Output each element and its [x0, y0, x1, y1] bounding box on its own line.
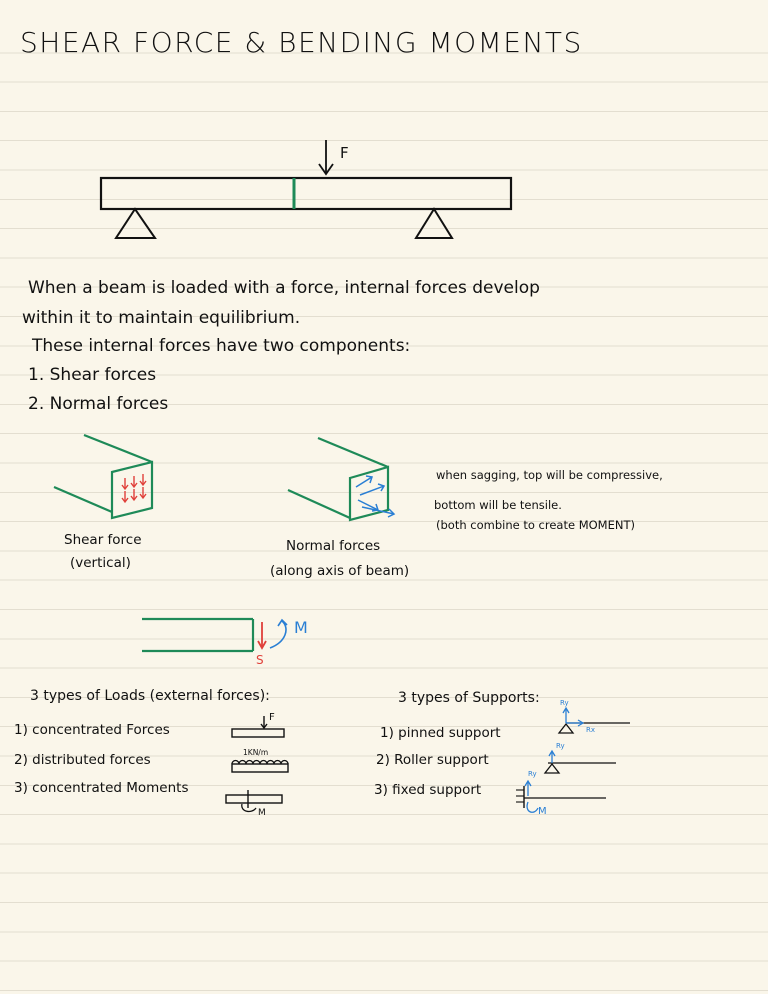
fixed-ry-label: Ry — [528, 770, 537, 778]
component-item-2: 2. Normal forces — [28, 394, 169, 414]
normal-force-label: Normal forces — [286, 538, 381, 554]
load-m-label: M — [258, 808, 266, 818]
sagging-note-3: (both combine to create MOMENT) — [436, 518, 635, 532]
shear-force-sublabel: (vertical) — [70, 555, 131, 571]
sagging-note-1: when sagging, top will be compressive, — [436, 468, 663, 482]
load-item-3: 3) concentrated Moments — [14, 780, 189, 796]
component-item-1: 1. Shear forces — [28, 365, 157, 385]
left-support-triangle — [114, 207, 157, 239]
load-f-label: F — [269, 712, 275, 723]
shear-force-label: Shear force — [64, 532, 142, 548]
supports-heading: 3 types of Supports: — [398, 690, 540, 706]
loads-heading: 3 types of Loads (external forces): — [30, 688, 270, 704]
force-label: F — [340, 144, 349, 162]
page-title: SHEAR FORCE & BENDING MOMENTS — [20, 26, 583, 59]
shear-label: S — [256, 653, 264, 667]
support-item-3: 3) fixed support — [374, 782, 482, 798]
moment-label: M — [294, 618, 308, 637]
support-item-2: 2) Roller support — [376, 752, 489, 768]
normal-force-sublabel: (along axis of beam) — [270, 563, 410, 579]
sagging-note-2: bottom will be tensile. — [434, 498, 562, 512]
pinned-rx-label: Rx — [586, 726, 596, 734]
fixed-m-label: M — [538, 806, 547, 817]
load-item-1: 1) concentrated Forces — [14, 722, 170, 738]
intro-line-3: These internal forces have two component… — [32, 336, 411, 356]
intro-line-1: When a beam is loaded with a force, inte… — [28, 278, 540, 298]
load-distributed-label: 1KN/m — [243, 748, 269, 757]
support-item-1: 1) pinned support — [380, 725, 501, 741]
pinned-ry-label: Ry — [560, 699, 569, 707]
moment-arrow — [269, 620, 287, 649]
right-support-triangle — [414, 207, 454, 239]
roller-ry-label: Ry — [556, 742, 565, 750]
load-item-2: 2) distributed forces — [14, 752, 151, 768]
intro-line-2: within it to maintain equilibrium. — [22, 308, 301, 328]
beam — [99, 176, 513, 211]
